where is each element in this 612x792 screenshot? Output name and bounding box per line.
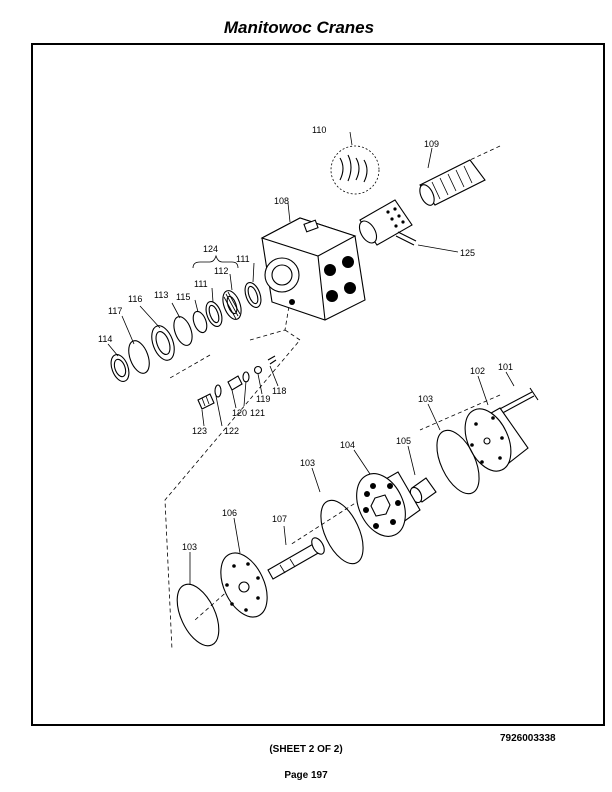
- callout-119: 119: [256, 394, 270, 404]
- seal-stack: [110, 282, 262, 382]
- drive-shaft: [267, 537, 325, 580]
- o-ring: [320, 499, 364, 565]
- seal-kit-group: [330, 145, 380, 195]
- diagram-frame: [31, 43, 605, 726]
- callout-106: 106: [222, 508, 237, 518]
- callout-117: 117: [108, 306, 122, 316]
- callout-125: 125: [460, 248, 475, 258]
- callout-105: 105: [396, 436, 411, 446]
- callout-123: 123: [192, 426, 207, 436]
- callout-111: 111: [236, 254, 250, 264]
- callout-104: 104: [340, 440, 355, 450]
- leader-lines: [107, 131, 515, 585]
- sheet-indicator: (SHEET 2 OF 2): [269, 744, 343, 755]
- page-number: Page 197: [284, 770, 328, 781]
- callout-103: 103: [300, 458, 315, 468]
- cross-pin: [395, 231, 417, 246]
- callout-116: 116: [128, 294, 142, 304]
- check-valve-parts: [197, 355, 277, 410]
- callout-112: 112: [214, 266, 228, 276]
- callout-109: 109: [424, 139, 439, 149]
- callout-103: 103: [182, 542, 197, 552]
- callout-107: 107: [272, 514, 287, 524]
- callout-103: 103: [418, 394, 433, 404]
- assembly-centerline-lower: [164, 329, 501, 651]
- drawing-part-number: 7926003338: [500, 733, 556, 744]
- callout-115: 115: [176, 292, 190, 302]
- callout-120: 120: [232, 408, 247, 418]
- spool: [358, 199, 413, 246]
- callout-101: 101: [498, 362, 513, 372]
- o-ring: [176, 583, 220, 647]
- exploded-parts-diagram: 110 109 108 125 124 111 112 111 115 113 …: [98, 125, 539, 651]
- gerotor-set: [356, 471, 421, 537]
- callout-124: 124: [203, 244, 218, 254]
- callout-118: 118: [272, 386, 286, 396]
- o-ring: [436, 429, 480, 495]
- assembly-centerline-upper: [169, 145, 501, 379]
- callout-113: 113: [154, 290, 168, 300]
- spool-sleeve: [419, 159, 486, 206]
- page-title: Manitowoc Cranes: [223, 18, 375, 37]
- callout-108: 108: [274, 196, 289, 206]
- callout-102: 102: [470, 366, 485, 376]
- callout-114: 114: [98, 334, 112, 344]
- wear-plate: [220, 552, 268, 618]
- valve-housing: [260, 217, 366, 321]
- callout-111: 111: [194, 279, 208, 289]
- callout-122: 122: [224, 426, 239, 436]
- callout-110: 110: [312, 125, 326, 135]
- end-cap: [464, 407, 529, 472]
- callout-121: 121: [250, 408, 265, 418]
